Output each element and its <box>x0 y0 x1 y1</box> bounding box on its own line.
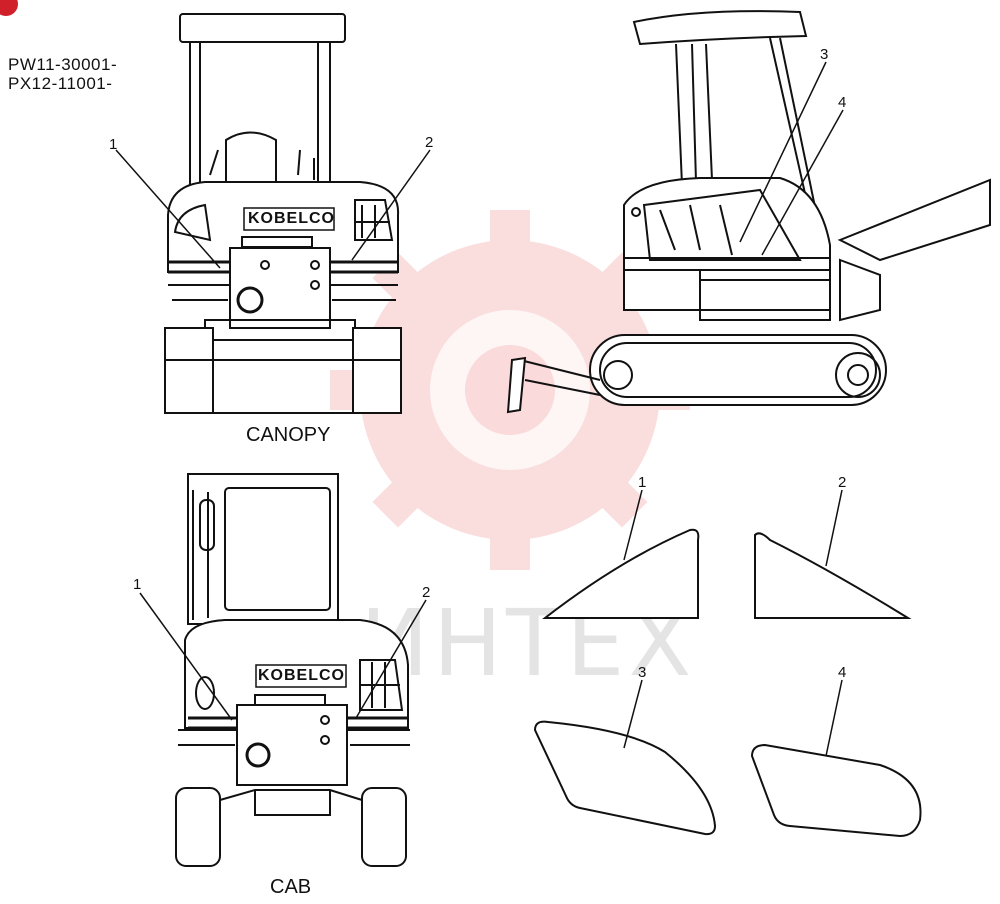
callout-part-1: 1 <box>638 474 647 491</box>
callout-part-4: 4 <box>838 664 847 681</box>
caption-cab: CAB <box>270 876 312 898</box>
corner-mark-icon <box>0 0 18 16</box>
brand-label-cab: KOBELCO <box>258 667 345 684</box>
part-2-shape <box>754 532 912 619</box>
callout-canopy-1: 1 <box>109 136 118 153</box>
caption-canopy: CANOPY <box>246 424 331 446</box>
brand-label-canopy: KOBELCO <box>248 210 335 227</box>
callout-canopy-2: 2 <box>425 134 434 151</box>
callout-cab-2: 2 <box>422 584 431 601</box>
serial-range-2: PX12-11001- <box>8 74 113 93</box>
callout-part-2: 2 <box>838 474 847 491</box>
serial-range-1: PW11-30001- <box>8 55 118 74</box>
callout-side-4: 4 <box>838 94 847 111</box>
callout-cab-1: 1 <box>133 576 142 593</box>
part-3-shape <box>533 720 717 836</box>
part-4-shape <box>750 743 922 838</box>
callout-part-3: 3 <box>638 664 647 681</box>
callout-side-3: 3 <box>820 46 829 63</box>
part-1-shape <box>542 528 700 619</box>
